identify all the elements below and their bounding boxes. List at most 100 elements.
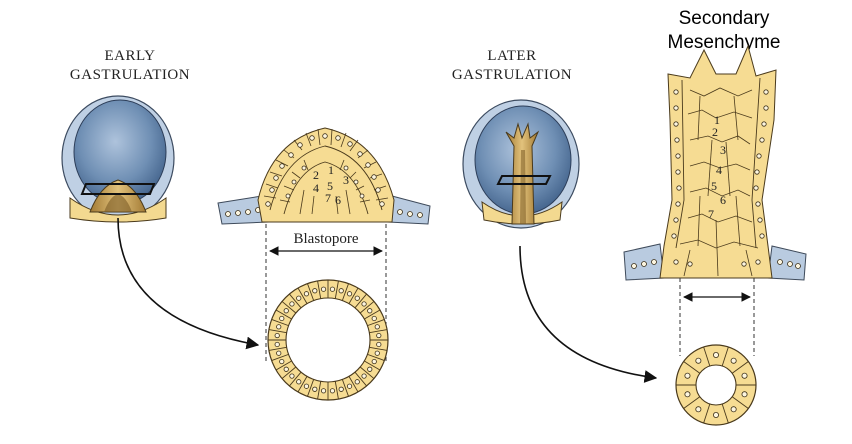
- ring-cell-nucleus: [713, 411, 720, 418]
- ring-cell-wall: [297, 287, 308, 304]
- ring-cell-wall: [275, 309, 292, 320]
- ring-cell-nucleus: [713, 351, 720, 358]
- ring-cell-wall: [369, 329, 388, 334]
- ring-cell-wall: [369, 346, 388, 351]
- later-cell-number-1: 1: [714, 113, 720, 127]
- ring-cell-nucleus: [274, 332, 280, 339]
- ring-cell-nucleus: [320, 388, 327, 394]
- ring-cell-nucleus: [374, 324, 380, 330]
- ring-cell-nucleus: [303, 383, 310, 389]
- ring-cell-wall: [307, 283, 315, 301]
- ring-cell-nucleus: [367, 366, 373, 372]
- ring-cell-wall: [289, 293, 302, 309]
- ring-cell-wall: [731, 361, 749, 374]
- early-cell-number-5: 5: [327, 179, 333, 193]
- ring-cell-nucleus: [741, 391, 748, 398]
- early-cell-number-7: 7: [325, 191, 331, 205]
- ring-cell-nucleus: [346, 383, 353, 389]
- ring-cell-wall: [271, 353, 289, 361]
- ring-cell-nucleus: [276, 350, 282, 356]
- ring-cell-wall: [341, 283, 349, 301]
- ring-cell-wall: [721, 403, 729, 424]
- ring-cell-nucleus: [695, 406, 702, 413]
- ring-cell-wall: [348, 376, 359, 393]
- ring-cell-wall: [317, 280, 322, 299]
- ring-cell-nucleus: [695, 357, 702, 364]
- ring-cell-nucleus: [376, 341, 382, 348]
- ring-cell-nucleus: [276, 324, 282, 330]
- ring-cell-wall: [348, 287, 359, 304]
- later-title-line2: GASTRULATION: [452, 67, 572, 83]
- later-gastrula-embryo: [462, 99, 580, 229]
- ring-cell-nucleus: [354, 295, 360, 301]
- early-cell-number-2: 2: [313, 168, 319, 182]
- ring-cell-wall: [721, 346, 729, 367]
- ring-cell-wall: [317, 381, 322, 400]
- ring-cell-nucleus: [346, 291, 353, 297]
- ring-cell-nucleus: [312, 288, 318, 294]
- later-curved-arrow: [519, 245, 658, 383]
- early-gastrula-embryo: [61, 95, 175, 223]
- early-cell-number-1: 1: [328, 163, 334, 177]
- ring-cell-wall: [703, 403, 711, 424]
- ring-cell-nucleus: [741, 372, 748, 379]
- ring-cell-nucleus: [361, 301, 367, 307]
- secondary-title-line1: Secondary: [679, 8, 770, 29]
- ring-cell-wall: [683, 396, 701, 409]
- ring-cell-nucleus: [371, 358, 377, 365]
- ring-cell-nucleus: [296, 295, 302, 301]
- ring-cell-nucleus: [303, 291, 310, 297]
- ring-cell-wall: [354, 371, 367, 387]
- ring-cell-wall: [281, 301, 297, 314]
- ring-cell-wall: [307, 379, 315, 397]
- early-cell-number-6: 6: [335, 193, 341, 207]
- later-cell-number-6: 6: [720, 193, 726, 207]
- later-cell-number-2: 2: [712, 125, 718, 139]
- early-section-dome: 1 2 3 4 5 6 7: [217, 127, 431, 225]
- ring-cell-nucleus: [684, 372, 691, 379]
- ring-cell-nucleus: [367, 308, 373, 314]
- ring-cell-wall: [297, 376, 308, 393]
- ring-cell-wall: [354, 293, 367, 309]
- ring-cell-nucleus: [354, 379, 360, 385]
- ring-cell-wall: [731, 396, 749, 409]
- ring-cell-wall: [359, 366, 375, 379]
- ring-cell-nucleus: [684, 391, 691, 398]
- ring-cell-wall: [268, 346, 287, 351]
- later-cell-number-7: 7: [708, 207, 714, 221]
- early-title-line1: EARLY: [105, 48, 156, 64]
- ring-cell-nucleus: [320, 286, 327, 292]
- ring-cell-nucleus: [312, 386, 318, 392]
- ring-cell-nucleus: [279, 315, 285, 322]
- ring-cell-wall: [367, 319, 385, 327]
- early-numbered-cells: 1 2 3 4 5 6 7: [313, 163, 349, 207]
- ring-cell-nucleus: [374, 350, 380, 356]
- ring-cell-wall: [275, 360, 292, 371]
- ring-cell-wall: [281, 366, 297, 379]
- ring-cell-wall: [359, 301, 375, 314]
- ring-cell-nucleus: [361, 373, 367, 379]
- ring-cell-nucleus: [329, 286, 336, 292]
- ring-cell-nucleus: [338, 288, 344, 294]
- ring-cell-wall: [683, 361, 701, 374]
- ring-cell-nucleus: [289, 301, 295, 307]
- blastopore-label: Blastopore: [294, 231, 359, 247]
- later-cell-number-3: 3: [720, 143, 726, 157]
- later-numbered-cells: 1 2 3 4 5 6 7: [708, 113, 726, 221]
- ring-cell-nucleus: [279, 358, 285, 365]
- ring-cell-nucleus: [730, 406, 737, 413]
- later-cell-number-4: 4: [716, 163, 722, 177]
- early-curved-arrow: [117, 217, 260, 350]
- early-title-line2: GASTRULATION: [70, 67, 190, 83]
- ring-cell-wall: [364, 360, 381, 371]
- ring-cell-nucleus: [274, 341, 280, 348]
- early-cell-number-4: 4: [313, 181, 319, 195]
- ring-cell-wall: [703, 346, 711, 367]
- ring-cell-nucleus: [329, 388, 336, 394]
- early-blastopore-ring: [267, 279, 389, 401]
- ring-cell-nucleus: [730, 357, 737, 364]
- ring-cell-wall: [271, 319, 289, 327]
- ring-cell-nucleus: [283, 366, 289, 372]
- ring-cell-wall: [341, 379, 349, 397]
